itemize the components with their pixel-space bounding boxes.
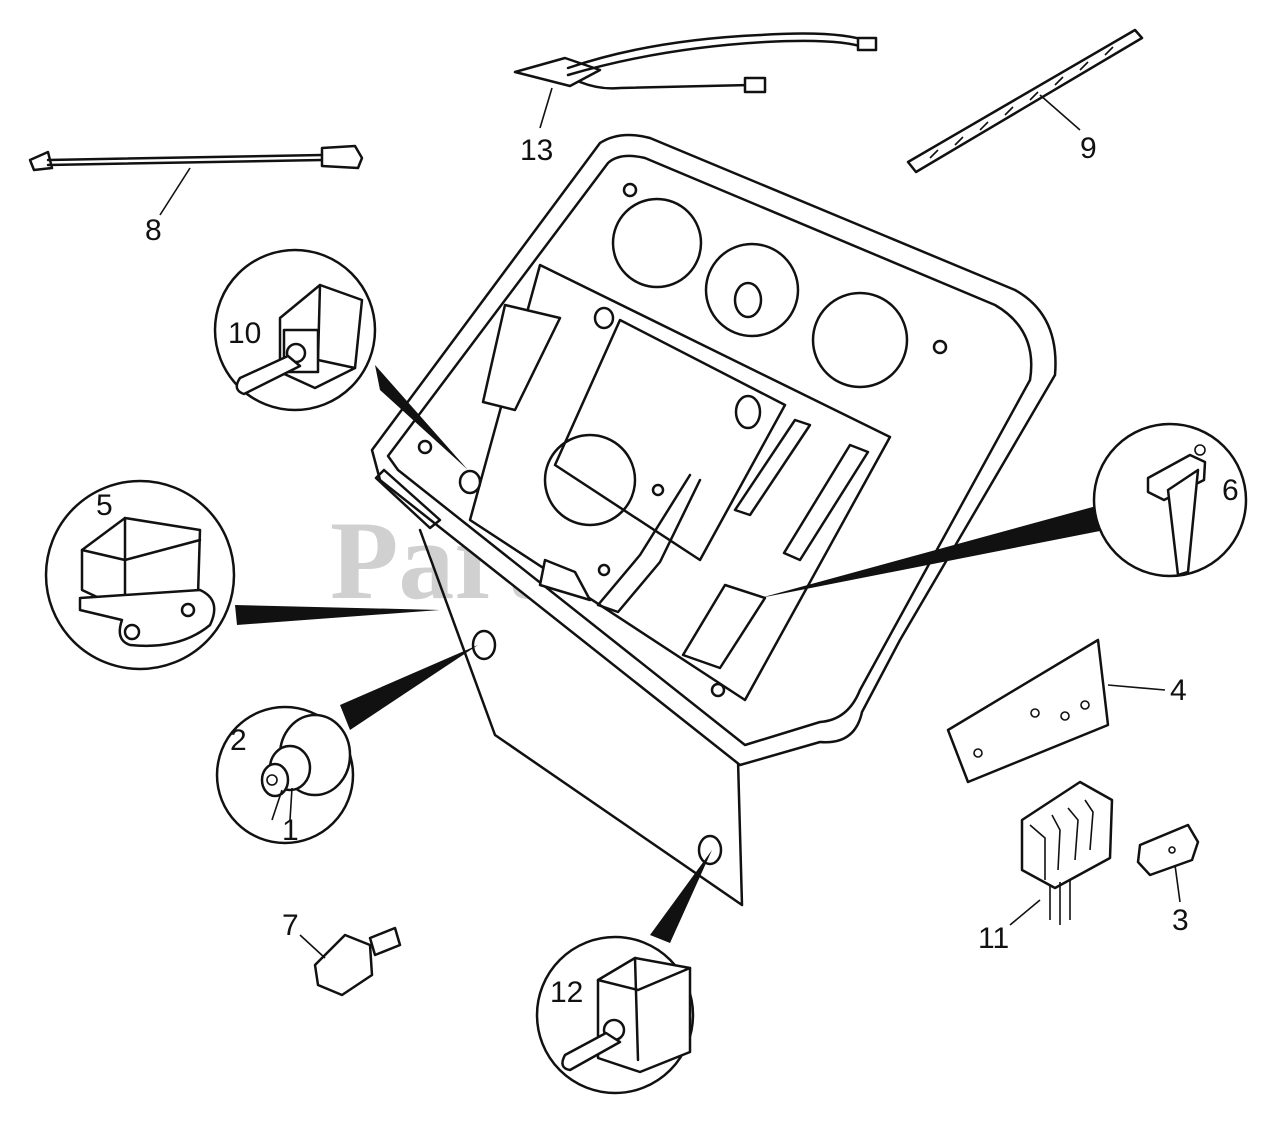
- screw-3: [417, 439, 433, 455]
- gauge-hole-4: [543, 433, 637, 527]
- panel-slot-5: [538, 558, 592, 602]
- part-7-plunger-switch: [299, 926, 402, 997]
- callout-toggle-switch-12: [535, 935, 695, 1095]
- part-8-wire-lead: [28, 144, 364, 216]
- panel-hole-upper: [471, 629, 497, 661]
- callout-toggle-switch-10: [213, 248, 377, 412]
- callout-9: 9: [1080, 132, 1097, 165]
- callout-2: 2: [230, 724, 247, 757]
- panel-slot-1: [481, 303, 562, 412]
- callout-1: 1: [282, 814, 299, 847]
- part-4-plate: [946, 638, 1166, 784]
- callout-relay-5: [44, 479, 236, 671]
- callout-13: 13: [520, 134, 553, 167]
- callout-key-switch-1-2: [215, 705, 355, 845]
- screw-2: [932, 339, 948, 355]
- callout-6: 6: [1222, 474, 1239, 507]
- gauge-hole-1: [611, 197, 703, 289]
- part-3-switch: [1136, 823, 1200, 903]
- screw-4: [651, 483, 665, 497]
- panel-slot-4: [681, 583, 767, 670]
- screw-1: [622, 182, 638, 198]
- callout-5: 5: [96, 489, 113, 522]
- panel-slot-2: [733, 418, 812, 517]
- callout-11: 11: [978, 922, 1009, 955]
- part-13-harness: [513, 32, 878, 129]
- panel-slot-3: [782, 443, 870, 562]
- callout-8: 8: [145, 214, 162, 247]
- panel-small-hole-2: [733, 281, 763, 319]
- screw-6: [710, 682, 726, 698]
- panel-small-hole-3: [734, 394, 762, 430]
- part-11-rectifier: [1009, 780, 1114, 926]
- callout-12: 12: [550, 976, 583, 1009]
- callout-limit-switch-6: [1092, 422, 1248, 578]
- panel-hole-lower: [697, 834, 723, 866]
- callout-7: 7: [282, 909, 299, 942]
- dashboard-panel: [370, 133, 1057, 907]
- callout-labels: 1 2 3 4 5 6 7 8 9 10 11 12 13: [96, 132, 1239, 1009]
- callout-3: 3: [1172, 904, 1189, 937]
- screw-5: [597, 563, 611, 577]
- callout-10: 10: [228, 317, 261, 350]
- leader-wedges: [235, 365, 1105, 943]
- callout-4: 4: [1170, 674, 1187, 707]
- part-9-tie-strap: [906, 28, 1144, 174]
- panel-small-hole-4: [458, 469, 482, 495]
- panel-small-hole-1: [593, 306, 615, 330]
- gauge-hole-3: [811, 291, 909, 389]
